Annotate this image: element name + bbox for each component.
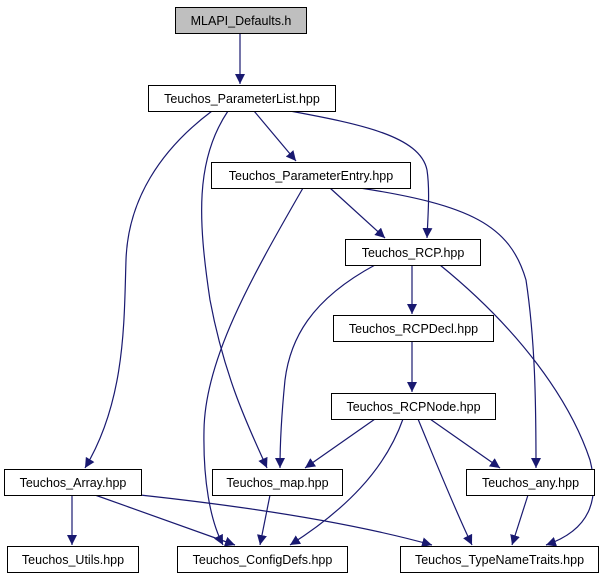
edge-rcpnode-to-typenametraits bbox=[417, 418, 473, 546]
node-box-rcpnode bbox=[331, 393, 496, 420]
edge-parameterentry-to-any bbox=[359, 187, 541, 469]
node-box-rcp bbox=[345, 239, 481, 266]
nodes: MLAPI_Defaults.hTeuchos_ParameterList.hp… bbox=[4, 7, 599, 573]
node-box-typenametraits bbox=[400, 546, 599, 573]
node-parameterentry[interactable]: Teuchos_ParameterEntry.hpp bbox=[211, 162, 411, 189]
edge-parameterentry-to-rcp bbox=[329, 187, 386, 239]
node-label-mlapi_defaults: MLAPI_Defaults.h bbox=[191, 14, 292, 28]
edge-parameterlist-to-rcp bbox=[289, 110, 433, 239]
edge-parameterentry-to-configdefs bbox=[203, 187, 304, 546]
node-box-configdefs bbox=[177, 546, 348, 573]
edge-parameterlist-to-map bbox=[201, 110, 268, 469]
node-box-any bbox=[466, 469, 595, 496]
edge-rcp-to-map bbox=[275, 264, 376, 469]
edge-rcpnode-to-map bbox=[304, 418, 376, 469]
node-label-any: Teuchos_any.hpp bbox=[482, 476, 579, 490]
edge-any-to-typenametraits bbox=[510, 494, 529, 546]
edge-rcpnode-to-any bbox=[429, 418, 501, 469]
node-label-array: Teuchos_Array.hpp bbox=[20, 476, 127, 490]
node-label-utils: Teuchos_Utils.hpp bbox=[22, 553, 124, 567]
node-label-typenametraits: Teuchos_TypeNameTraits.hpp bbox=[415, 553, 584, 567]
edge-array-to-typenametraits bbox=[139, 494, 433, 548]
node-box-parameterlist bbox=[148, 85, 336, 112]
node-typenametraits[interactable]: Teuchos_TypeNameTraits.hpp bbox=[400, 546, 599, 573]
node-label-map: Teuchos_map.hpp bbox=[226, 476, 328, 490]
node-label-configdefs: Teuchos_ConfigDefs.hpp bbox=[193, 553, 333, 567]
node-box-array bbox=[4, 469, 142, 496]
node-box-rcpdecl bbox=[333, 315, 494, 342]
node-mlapi_defaults[interactable]: MLAPI_Defaults.h bbox=[175, 7, 307, 34]
node-rcp[interactable]: Teuchos_RCP.hpp bbox=[345, 239, 481, 266]
edges bbox=[67, 33, 595, 548]
node-any[interactable]: Teuchos_any.hpp bbox=[466, 469, 595, 496]
node-map[interactable]: Teuchos_map.hpp bbox=[212, 469, 343, 496]
edge-rcpnode-to-configdefs bbox=[289, 418, 404, 546]
node-label-rcpnode: Teuchos_RCPNode.hpp bbox=[346, 400, 480, 414]
node-label-parameterlist: Teuchos_ParameterList.hpp bbox=[164, 92, 320, 106]
node-configdefs[interactable]: Teuchos_ConfigDefs.hpp bbox=[177, 546, 348, 573]
node-rcpdecl[interactable]: Teuchos_RCPDecl.hpp bbox=[333, 315, 494, 342]
node-utils[interactable]: Teuchos_Utils.hpp bbox=[7, 546, 139, 573]
node-box-mlapi_defaults bbox=[175, 7, 307, 34]
edge-parameterlist-to-array bbox=[84, 110, 213, 469]
node-array[interactable]: Teuchos_Array.hpp bbox=[4, 469, 142, 496]
node-rcpnode[interactable]: Teuchos_RCPNode.hpp bbox=[331, 393, 496, 420]
node-label-rcp: Teuchos_RCP.hpp bbox=[362, 246, 465, 260]
node-parameterlist[interactable]: Teuchos_ParameterList.hpp bbox=[148, 85, 336, 112]
node-label-rcpdecl: Teuchos_RCPDecl.hpp bbox=[349, 322, 478, 336]
edge-rcp-to-typenametraits bbox=[439, 264, 595, 547]
node-box-utils bbox=[7, 546, 139, 573]
edge-parameterlist-to-parameterentry bbox=[253, 110, 297, 162]
edge-map-to-configdefs bbox=[257, 494, 271, 546]
node-box-map bbox=[212, 469, 343, 496]
node-box-parameterentry bbox=[211, 162, 411, 189]
edge-array-to-configdefs bbox=[94, 494, 236, 547]
node-label-parameterentry: Teuchos_ParameterEntry.hpp bbox=[229, 169, 393, 183]
